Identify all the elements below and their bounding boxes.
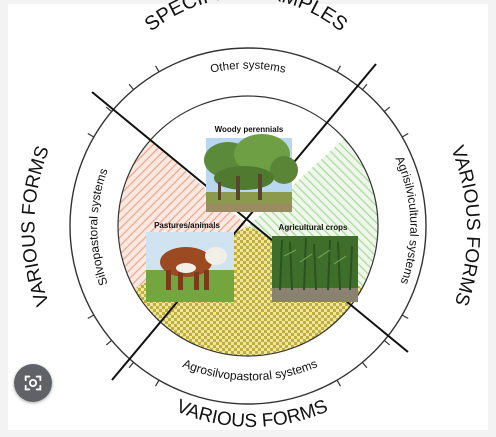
pastures-animals-label: Pastures/animals — [154, 221, 220, 230]
agricultural-crops-label: Agricultural crops — [279, 223, 348, 232]
visual-search-icon — [24, 375, 42, 391]
ring-tick — [87, 132, 95, 138]
ring-tick — [361, 83, 368, 91]
ring-ticks — [87, 65, 409, 387]
ring-tick — [105, 339, 113, 346]
crops-sector — [248, 96, 378, 330]
agricultural-crops-photo — [272, 236, 358, 302]
agrosilvopastoral-sector — [118, 226, 378, 356]
ring-tick — [128, 361, 135, 369]
ring-tick — [128, 83, 135, 91]
ring-tick — [154, 65, 160, 73]
divider-line-2 — [111, 63, 377, 381]
pastures-animals-photo — [146, 232, 234, 302]
ring-tick — [105, 106, 113, 113]
ring-tick — [336, 379, 342, 387]
ring-tick — [401, 132, 409, 138]
visual-search-button[interactable] — [14, 364, 52, 402]
ring-tick — [383, 106, 391, 113]
ring-tick — [401, 314, 409, 320]
ring-tick — [154, 379, 160, 387]
ring-tick — [361, 361, 368, 369]
divider-line-1 — [91, 91, 409, 353]
pastures-sector — [118, 96, 248, 330]
woody-perennials-photo — [204, 134, 298, 212]
ring-tick — [87, 314, 95, 320]
ring-tick — [336, 65, 342, 73]
ring-tick — [383, 339, 391, 346]
woody-perennials-label: Woody perennials — [215, 125, 284, 134]
inner-ring — [117, 95, 379, 357]
